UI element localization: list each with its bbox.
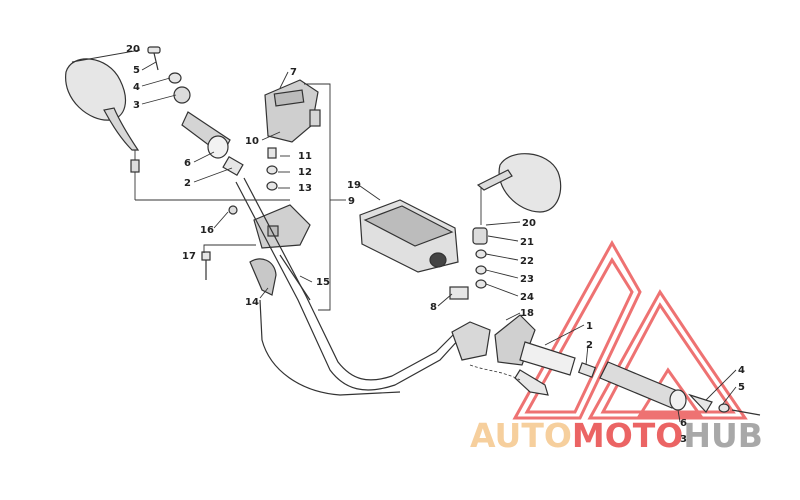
callout-21: 21 bbox=[520, 237, 534, 248]
callout-11: 11 bbox=[298, 151, 312, 162]
callout-9: 9 bbox=[348, 196, 355, 207]
watermark-text: AUTOMOTOHUB bbox=[470, 416, 763, 455]
small-fasteners bbox=[266, 147, 278, 191]
switch-housing bbox=[264, 79, 321, 143]
callout-17: 17 bbox=[182, 251, 196, 262]
watermark-text-hub: HUB bbox=[683, 416, 763, 455]
callout-15: 15 bbox=[316, 277, 330, 288]
callout-13: 13 bbox=[298, 183, 312, 194]
callout-8: 8 bbox=[430, 302, 437, 313]
callout-6-right: 6 bbox=[680, 418, 687, 429]
callout-5-left: 5 bbox=[133, 65, 140, 76]
callout-10: 10 bbox=[245, 136, 259, 147]
callout-22: 22 bbox=[520, 256, 534, 267]
callout-16: 16 bbox=[200, 225, 214, 236]
handlebar-tube bbox=[235, 177, 461, 396]
callout-2-left: 2 bbox=[184, 178, 191, 189]
callout-24: 24 bbox=[520, 292, 534, 303]
decal-label bbox=[449, 286, 469, 300]
callout-23: 23 bbox=[520, 274, 534, 285]
watermark-text-auto: AUTO bbox=[470, 416, 572, 455]
leader-lines bbox=[71, 49, 737, 423]
right-small-parts bbox=[472, 227, 488, 289]
left-grip-parts bbox=[147, 46, 244, 177]
callout-7: 7 bbox=[290, 67, 297, 78]
callout-1: 1 bbox=[586, 321, 593, 332]
callout-numbers: 20 5 4 3 6 2 7 10 11 12 13 19 9 16 17 14… bbox=[126, 44, 745, 445]
callout-6-left: 6 bbox=[184, 158, 191, 169]
watermark-logo-icon bbox=[512, 239, 748, 420]
right-grip-parts bbox=[519, 341, 761, 416]
callout-20-left: 20 bbox=[126, 44, 140, 55]
automotohub-watermark: AUTOMOTOHUB bbox=[470, 239, 763, 455]
callout-2-right: 2 bbox=[586, 340, 593, 351]
callout-3-left: 3 bbox=[133, 100, 140, 111]
callout-4-left: 4 bbox=[133, 82, 140, 93]
callout-4-right: 4 bbox=[738, 365, 745, 376]
callout-14: 14 bbox=[245, 297, 259, 308]
callout-3-right: 3 bbox=[680, 434, 687, 445]
left-clamp-assembly bbox=[201, 204, 311, 301]
right-mirror bbox=[476, 153, 562, 225]
callout-19: 19 bbox=[347, 180, 361, 191]
callout-20-right: 20 bbox=[522, 218, 536, 229]
left-mirror bbox=[65, 58, 140, 173]
callout-18: 18 bbox=[520, 308, 534, 319]
watermark-text-moto: MOTO bbox=[572, 416, 683, 455]
callout-12: 12 bbox=[298, 167, 312, 178]
handlebar-pad bbox=[359, 199, 459, 273]
callout-5-right: 5 bbox=[738, 382, 745, 393]
